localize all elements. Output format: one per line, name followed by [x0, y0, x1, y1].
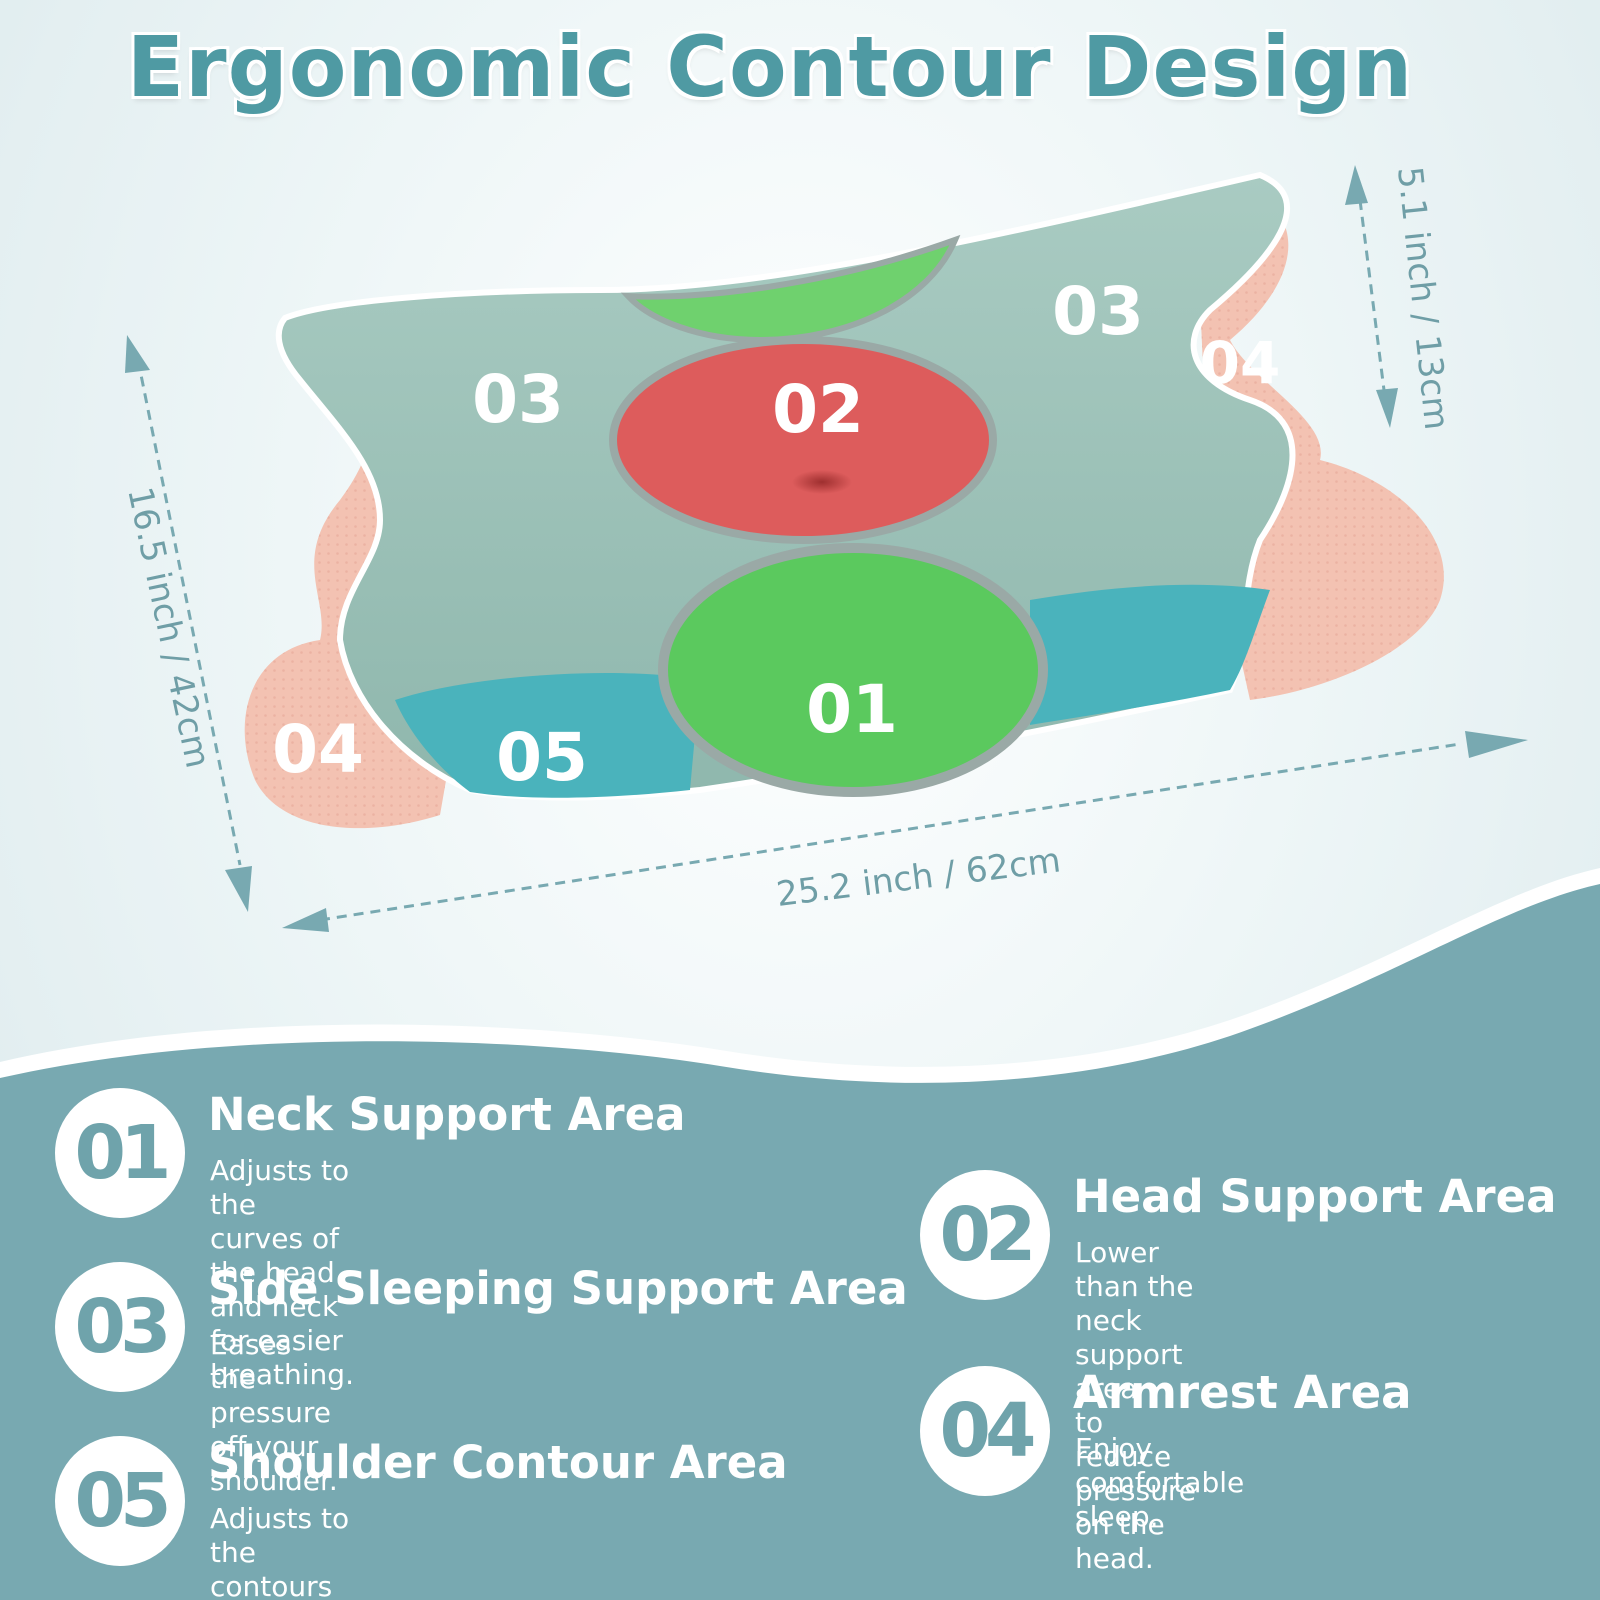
feature-title: Armrest Area	[1073, 1366, 1412, 1419]
shoulder-zone-right	[1030, 584, 1270, 725]
zone-label-01: 01	[806, 671, 898, 748]
head-zone	[609, 336, 997, 544]
zone-label-03-right: 03	[1052, 273, 1144, 350]
feature-title: Head Support Area	[1073, 1170, 1557, 1223]
feature-title: Neck Support Area	[208, 1088, 686, 1141]
feature-panel	[0, 884, 1600, 1600]
feature-badge-04: 04	[920, 1366, 1050, 1496]
height-dimension	[1345, 165, 1398, 428]
zone-label-03-left: 03	[472, 361, 564, 438]
feature-title: Side Sleeping Support Area	[208, 1262, 908, 1315]
head-dimple	[792, 470, 852, 494]
width-dimension	[282, 731, 1528, 932]
feature-description: Lower than the neck support area to redu…	[1075, 1236, 1196, 1575]
neck-zone	[658, 543, 1048, 797]
width-label: 25.2 inch / 62cm	[774, 840, 1063, 915]
page-title: Ergonomic Contour Design	[126, 18, 1414, 116]
zone-label-04-right: 04	[1200, 329, 1281, 397]
feature-title: Shoulder Contour Area	[208, 1436, 788, 1489]
feature-description: Adjusts to the contours of your shoulder…	[210, 1502, 350, 1600]
depth-label: 16.5 inch / 42cm	[119, 484, 218, 772]
feature-badge-03: 03	[55, 1262, 185, 1392]
zone-label-02: 02	[772, 371, 864, 448]
feature-description: Eases the pressure off your shoulder.	[210, 1328, 338, 1497]
zone-label-05: 05	[496, 719, 588, 796]
armrest-wing-right	[1200, 195, 1444, 700]
zone-label-04-left: 04	[272, 711, 364, 788]
feature-description: Enjoy comfortable sleep.	[1075, 1432, 1245, 1533]
feature-badge-02: 02	[920, 1170, 1050, 1300]
depth-dimension	[125, 335, 252, 912]
neck-zone-crescent	[620, 234, 961, 344]
height-label: 5.1 inch / 13cm	[1389, 165, 1456, 432]
feature-badge-01: 01	[55, 1088, 185, 1218]
feature-badge-05: 05	[55, 1436, 185, 1566]
shoulder-zone	[395, 672, 700, 798]
feature-description: Adjusts to the curves of the head and ne…	[210, 1154, 354, 1391]
